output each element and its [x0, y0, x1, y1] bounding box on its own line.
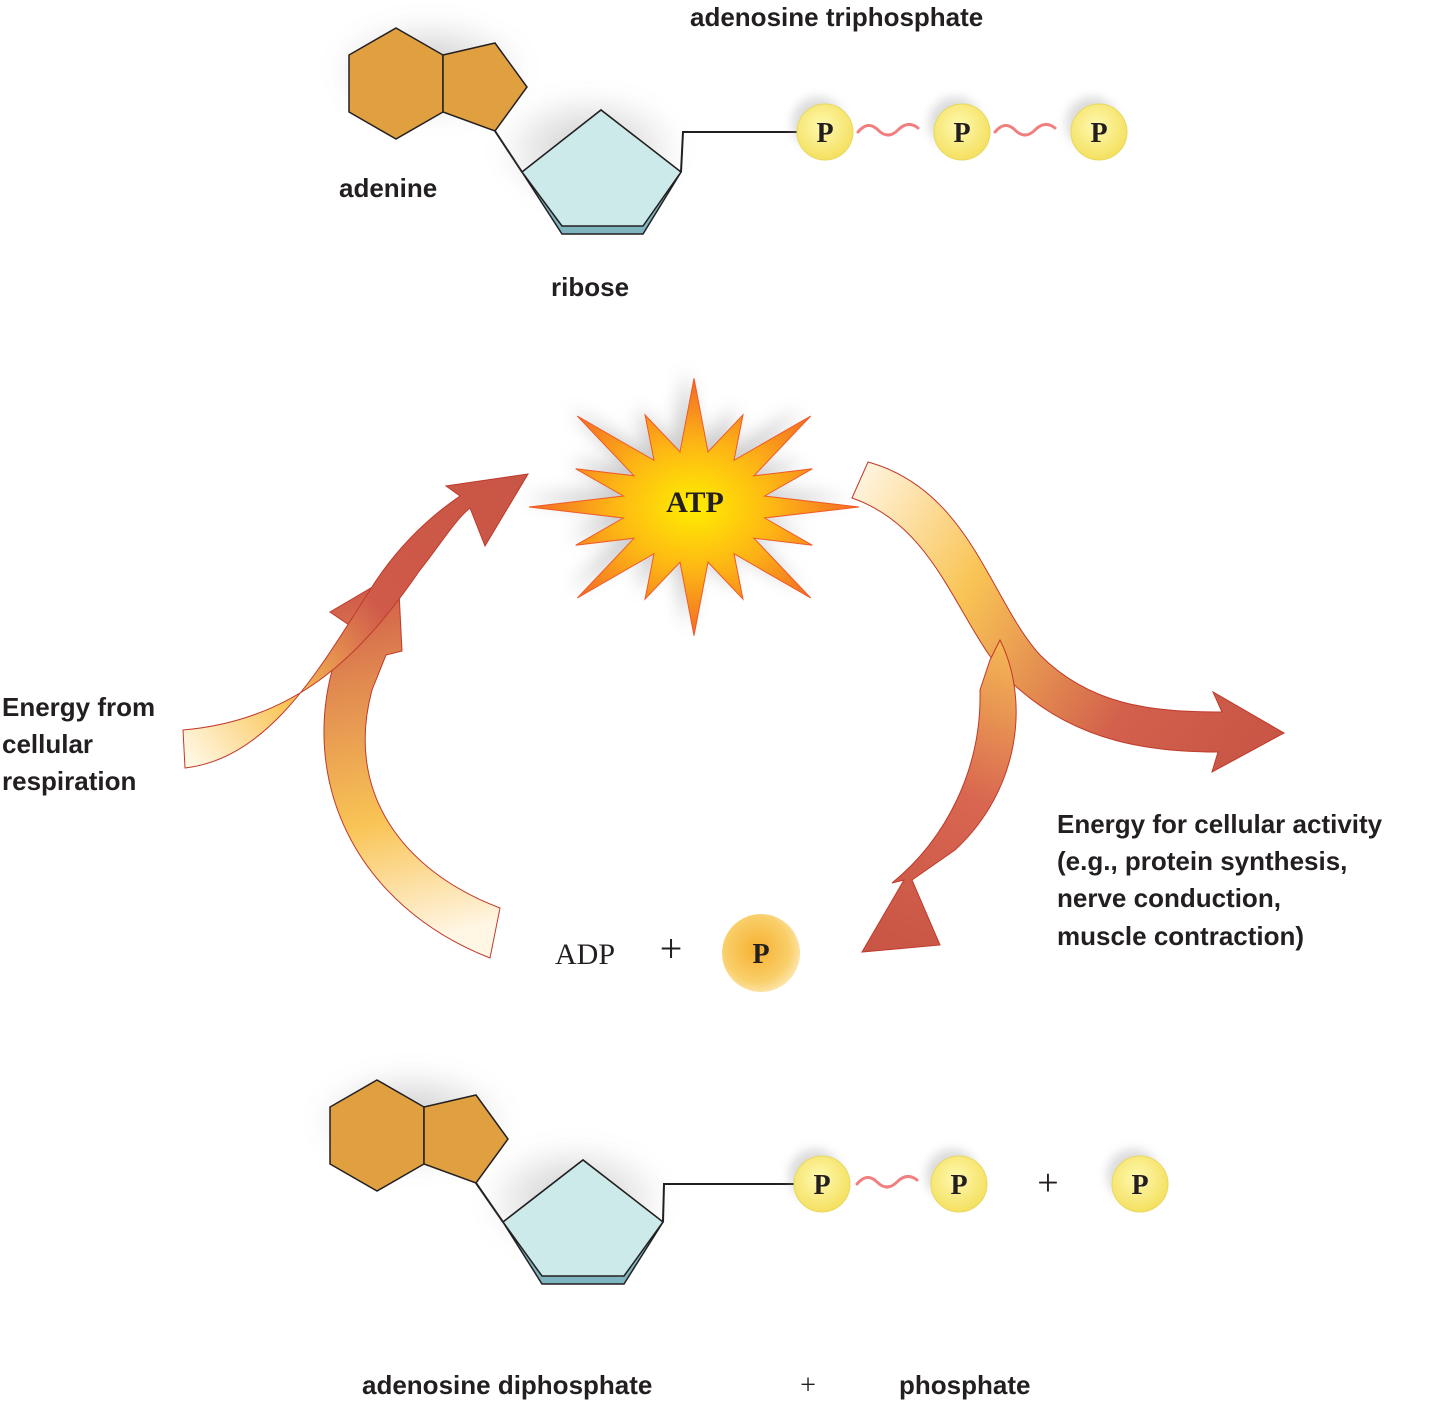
ribose-phosphate-bond — [680, 131, 798, 173]
free-phosphate-cycle: P — [722, 914, 800, 992]
high-energy-bond-1 — [856, 123, 920, 137]
adp-phosphate-2: P — [926, 1149, 988, 1213]
atp-molecule-title: adenosine triphosphate — [690, 2, 983, 32]
adenine-shape — [329, 1079, 509, 1192]
energy-output-label-line-4: muscle contraction) — [1057, 921, 1304, 951]
phosphate-symbol: P — [816, 118, 833, 149]
adenine-pentagon — [442, 42, 528, 132]
adenine-pentagon — [423, 1094, 509, 1184]
phosphate-symbol: P — [1090, 118, 1107, 149]
phosphate-symbol: P — [950, 1170, 967, 1201]
atp-cycle: ATP Energy from cellular respiration Ene… — [2, 370, 1383, 992]
atp-starburst — [528, 378, 860, 636]
adp-caption: adenosine diphosphate — [362, 1370, 652, 1400]
ribose-label: ribose — [551, 272, 629, 302]
energy-input-arrow — [182, 473, 529, 769]
energy-output-label-line-2: (e.g., protein synthesis, — [1057, 846, 1347, 876]
high-energy-bond-2 — [993, 123, 1057, 137]
free-phosphate: P — [1107, 1149, 1169, 1213]
adenine-label: adenine — [339, 173, 437, 203]
phosphate-symbol: P — [813, 1170, 830, 1201]
phosphate-caption: phosphate — [899, 1370, 1030, 1400]
atp-phosphate-1: P — [792, 97, 854, 161]
cycle-plus-sign: + — [660, 926, 683, 971]
phosphate-symbol: P — [1131, 1170, 1148, 1201]
atp-center-label: ATP — [666, 486, 724, 519]
ribose-shape — [520, 109, 683, 235]
high-energy-bond — [855, 1175, 919, 1189]
energy-output-label-line-3: nerve conduction, — [1057, 883, 1281, 913]
ribose-phosphate-bond — [662, 1183, 797, 1223]
adenine-shape — [348, 27, 528, 140]
phosphate-symbol: P — [752, 939, 769, 970]
hydrolysis-arrow — [861, 638, 1017, 953]
adp-plus-sign: + — [1037, 1162, 1058, 1204]
ribose-shape — [501, 1159, 665, 1285]
ribose-pentagon — [501, 1159, 665, 1277]
energy-input-label-line-1: Energy from — [2, 692, 155, 722]
atp-molecule: adenosine triphosphate adenine ribose P … — [330, 2, 1128, 302]
ribose-pentagon — [520, 109, 683, 227]
phosphate-symbol: P — [953, 118, 970, 149]
atp-burst: ATP — [521, 370, 860, 636]
adp-phosphate-1: P — [789, 1149, 851, 1213]
energy-output-arrow — [851, 461, 1286, 774]
energy-output-label-line-1: Energy for cellular activity — [1057, 809, 1383, 839]
atp-phosphate-3: P — [1066, 97, 1128, 161]
energy-input-label-line-3: respiration — [2, 766, 136, 796]
atp-phosphate-2: P — [929, 97, 991, 161]
caption-plus-sign: + — [800, 1370, 816, 1401]
adp-molecule: P P + P adenosine diphosphate + phosphat… — [312, 1065, 1169, 1401]
energy-input-label-line-2: cellular — [2, 729, 93, 759]
adp-label: ADP — [555, 938, 615, 971]
